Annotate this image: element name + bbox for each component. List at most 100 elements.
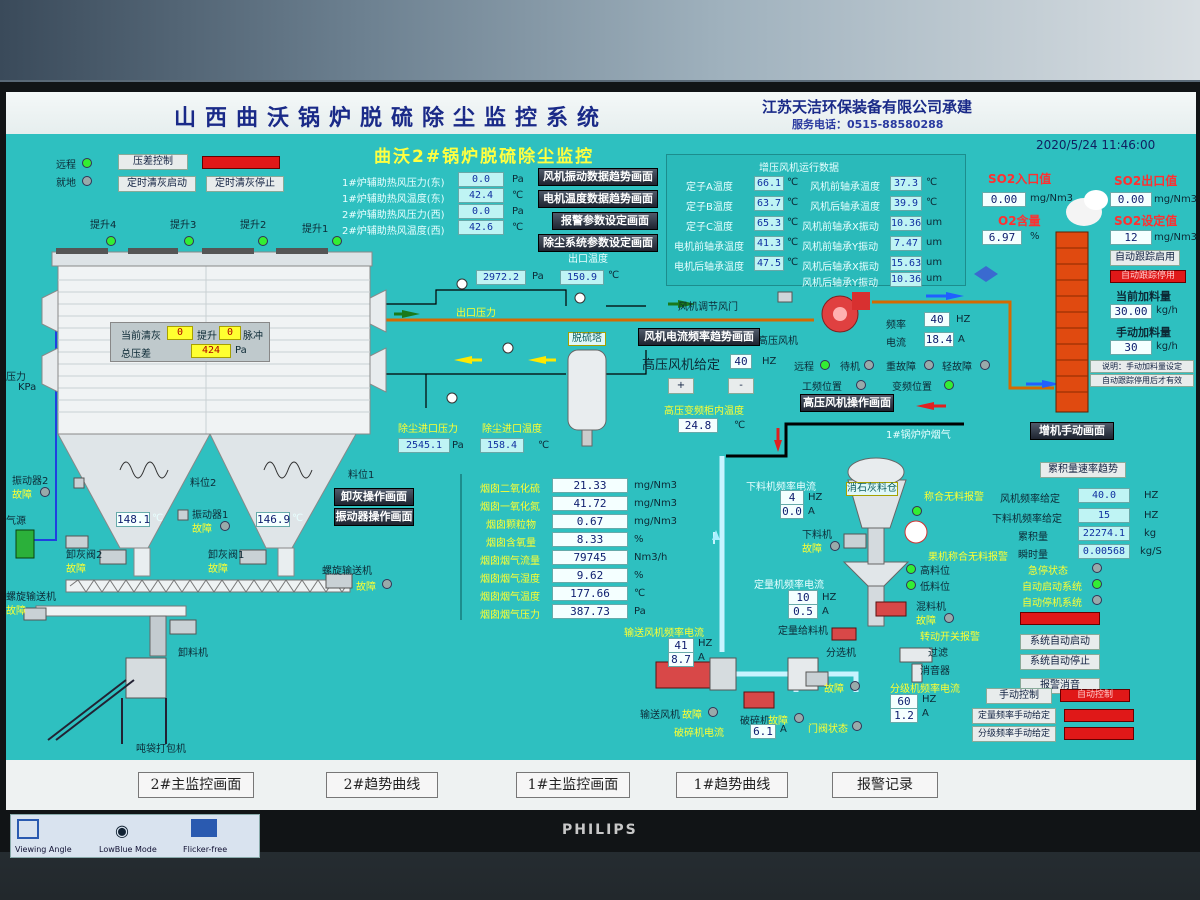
unload-ops-button[interactable]: 卸灰操作画面	[334, 488, 414, 506]
left-gas: 气源	[6, 516, 26, 527]
auto-control-button[interactable]: 自动控制	[1060, 689, 1130, 702]
lime-bin-label: 消石灰料仓	[846, 482, 898, 496]
dosing-value-0[interactable]: 40.0	[1078, 488, 1130, 503]
vfd-temp-value: 24.8	[678, 418, 718, 433]
mixer-led	[944, 613, 954, 623]
outlet-temp-unit: ℃	[608, 270, 620, 281]
pressure-label-0: 1#炉辅助热风压力(东)	[342, 178, 445, 189]
fan-minus-button[interactable]: -	[728, 378, 754, 394]
timer-clean-indicator[interactable]	[202, 156, 280, 169]
inlet-pressure-unit: Pa	[452, 440, 464, 451]
vib1-label: 振动器1	[192, 510, 229, 521]
switch-alarm-label: 转动开关报警	[920, 632, 980, 643]
splitter-cur-unit: A	[922, 708, 929, 719]
fan-current-trend-button[interactable]: 风机电流频率趋势画面	[638, 328, 760, 346]
table-unit-7: Pa	[634, 606, 646, 617]
outlet-pressure-unit: Pa	[532, 271, 544, 282]
fan-setpoint-unit: HZ	[762, 356, 777, 367]
fan-setpoint-label: 高压风机给定	[642, 358, 721, 373]
mix-empty-led	[912, 506, 922, 516]
pressure-control-button[interactable]: 压差控制	[118, 154, 188, 170]
auto-track-on-button[interactable]: 自动跟踪启用	[1110, 250, 1180, 266]
table-label-4: 烟囱烟气流量	[480, 556, 540, 567]
dosing-value-1[interactable]: 15	[1078, 508, 1130, 523]
inlet-temp-value: 158.4	[480, 438, 524, 453]
dosing-label-2: 累积量	[1018, 532, 1048, 543]
flue-gas-table	[460, 474, 462, 620]
system-stop-button[interactable]: 系统自动停止	[1020, 654, 1100, 670]
scale-manual-button[interactable]: 定量频率手动给定	[972, 708, 1056, 724]
vib2-label: 振动器2	[12, 476, 49, 487]
vib2-led	[40, 487, 50, 497]
blower-cur-unit: A	[698, 652, 705, 663]
red-status-1	[1020, 612, 1100, 625]
discharger-fault: 故障	[802, 544, 822, 555]
nav-2-trend[interactable]: 2#趋势曲线	[326, 772, 438, 798]
vfd-temp-label: 高压变频柜内温度	[664, 406, 744, 417]
high-level-led	[906, 564, 916, 574]
feed-manual-value[interactable]: 30	[1110, 340, 1152, 355]
table-value-0: 21.33	[552, 478, 628, 493]
table-unit-4: Nm3/h	[634, 552, 668, 563]
nav-1-main[interactable]: 1#主监控画面	[516, 772, 630, 798]
process-diagram	[15, 190, 1108, 744]
company-name: 江苏天洁环保装备有限公司承建	[762, 98, 973, 116]
hopper-cur-value: 0.0	[780, 504, 804, 519]
vib2-fault: 故障	[12, 490, 32, 501]
fan-left-value-0: 66.1	[754, 176, 784, 191]
monitor-brand: PHILIPS	[562, 822, 638, 838]
local-led	[82, 176, 92, 186]
nav-2-main[interactable]: 2#主监控画面	[138, 772, 254, 798]
fan-freq-value: 40	[924, 312, 950, 327]
mix-alarm-label: 果机称合无料报警	[928, 552, 1008, 563]
system-start-button[interactable]: 系统自动启动	[1020, 634, 1100, 650]
fan-left-unit-2: ℃	[787, 217, 799, 228]
timer-start-button[interactable]: 定时清灰启动	[118, 176, 196, 192]
so2-outlet-label: SO2出口值	[1114, 174, 1178, 188]
pos-vfd-label: 变频位置	[892, 382, 932, 393]
desulf-tower-label: 脱硫塔	[568, 332, 606, 346]
fan-ops-button[interactable]: 高压风机操作画面	[800, 394, 894, 412]
fan-plus-button[interactable]: +	[668, 378, 694, 394]
vib1-fault: 故障	[192, 524, 212, 535]
scale-machine-label: 定量给料机	[778, 626, 828, 637]
screw1-fault: 故障	[6, 606, 26, 617]
vibrator-ops-button[interactable]: 振动器操作画面	[334, 508, 414, 526]
discharger-led	[830, 541, 840, 551]
table-value-1: 41.72	[552, 496, 628, 511]
fan-right-label-2: 风机前轴承X振动	[802, 222, 879, 233]
nav-alarm-log[interactable]: 报警记录	[832, 772, 938, 798]
fan-vibration-trend-button[interactable]: 风机振动数据趋势画面	[538, 168, 658, 186]
auto-track-off-button[interactable]: 自动跟踪停用	[1110, 270, 1186, 283]
split-manual-button[interactable]: 分级频率手动给定	[972, 726, 1056, 742]
dedust-setting-button[interactable]: 除尘系统参数设定画面	[538, 234, 658, 252]
split-auto-indicator	[1064, 727, 1134, 740]
fan-right-unit-3: um	[926, 237, 943, 248]
mixer-label: 混料机	[916, 602, 946, 613]
fan-right-unit-5: um	[926, 273, 943, 284]
so2-setpoint-value[interactable]: 12	[1110, 230, 1152, 245]
nav-bar: 2#主监控画面 2#趋势曲线 1#主监控画面 1#趋势曲线 报警记录	[6, 760, 1196, 810]
accum-trend-button[interactable]: 累积量速率趋势	[1040, 462, 1126, 478]
fan-right-value-3: 7.47	[890, 236, 922, 251]
nav-1-trend[interactable]: 1#趋势曲线	[676, 772, 788, 798]
level1-label: 料位1	[348, 470, 375, 481]
current-label: 电流	[886, 338, 906, 349]
fan-panel-title: 增压风机运行数据	[759, 163, 839, 174]
alarm-setting-button[interactable]: 报警参数设定画面	[552, 212, 658, 230]
inlet-pressure-label: 除尘进口压力	[398, 424, 458, 435]
stack-manual-button[interactable]: 增机手动画面	[1030, 422, 1114, 440]
discharger-label: 下料机	[802, 530, 832, 541]
hopper1-temp-unit: ℃	[152, 513, 164, 524]
timer-stop-button[interactable]: 定时清灰停止	[206, 176, 284, 192]
dp-label: 总压差	[121, 349, 151, 360]
splitter-cur-value: 1.2	[890, 708, 918, 723]
o2-value: 6.97	[982, 230, 1022, 245]
crusher-led	[794, 713, 804, 723]
fan-setpoint-value[interactable]: 40	[730, 354, 752, 369]
freq-label: 频率	[886, 320, 906, 331]
motor-temp-trend-button[interactable]: 电机温度数据趋势画面	[538, 190, 658, 208]
vfd-temp-unit: ℃	[734, 420, 746, 431]
manual-control-button[interactable]: 手动控制	[986, 688, 1052, 704]
dosing-unit-2: kg	[1144, 528, 1157, 539]
